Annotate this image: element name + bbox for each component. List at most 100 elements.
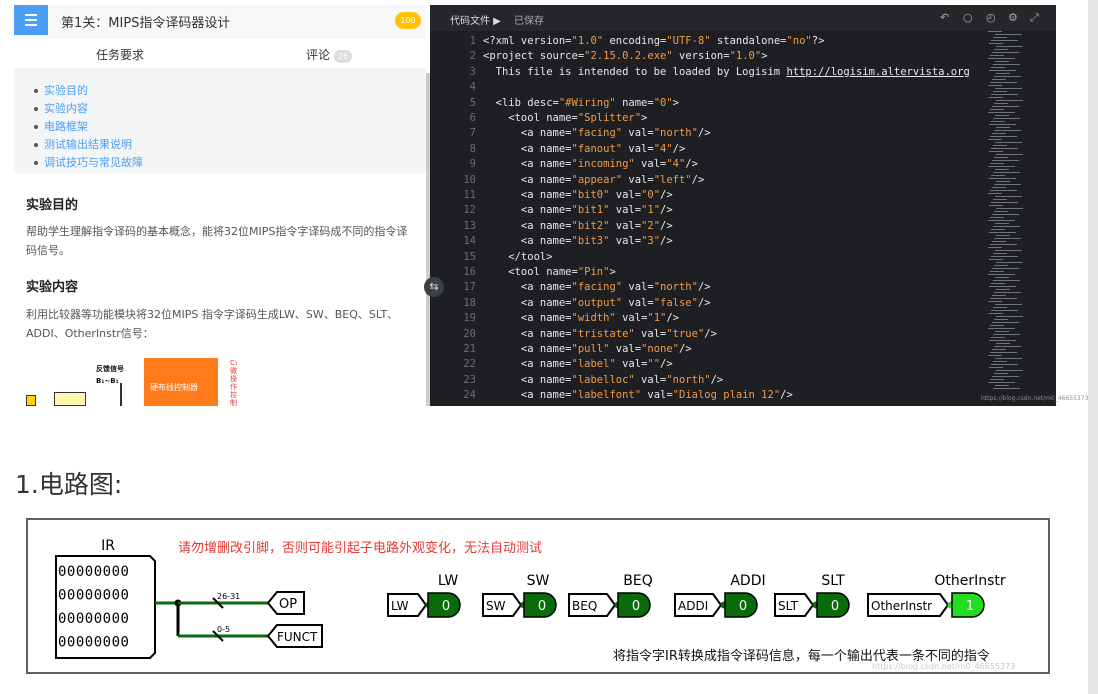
figure-output-label: C₁ 微操作控制: [230, 359, 238, 407]
tunnel-funct: [266, 624, 323, 648]
line-number: 6: [469, 112, 476, 124]
output-tunnel-label: SW: [486, 599, 506, 613]
figure-block: [54, 392, 86, 406]
output-tunnel-label: ADDI: [678, 599, 708, 613]
watermark: https://blog.csdn.net/m0_46655373: [872, 662, 1016, 671]
section-heading: 实验目的: [26, 198, 79, 213]
output-pin-value: 0: [632, 599, 640, 614]
controller-block: [144, 358, 218, 406]
code-line: <a name="bit1" val="1"/>: [483, 204, 673, 217]
tab-requirements[interactable]: 任务要求: [96, 48, 145, 62]
ir-bits: 00000000: [58, 564, 129, 580]
menu-icon[interactable]: [14, 5, 48, 35]
output-tunnel: [674, 593, 723, 617]
output-name: ADDI: [730, 573, 765, 589]
output-tunnel: [774, 593, 815, 617]
section-text: 利用比较器等功能模块将32位MIPS 指令字译码生成LW、SW、BEQ、SLT、…: [26, 308, 399, 340]
line-number: 5: [469, 96, 476, 109]
line-number: 4: [469, 81, 476, 94]
undo-icon[interactable]: ↶: [940, 11, 950, 24]
line-number: 24: [463, 389, 476, 402]
code-line: <?xml version="1.0" encoding="UTF-8" sta…: [483, 35, 825, 47]
output-name: LW: [438, 573, 459, 589]
output-tunnel-label: BEQ: [572, 599, 597, 613]
circuit-note: 将指令字IR转换成指令译码信息，每一个输出代表一条不同的指令: [613, 648, 990, 664]
code-line: <a name="tristate" val="true"/>: [483, 327, 717, 340]
split-label: 0-5: [217, 625, 230, 634]
line-number: 8: [469, 142, 476, 155]
comment-count-badge: 26: [334, 50, 353, 63]
split-label: 26-31: [217, 592, 240, 601]
section-text: 帮助学生理解指令译码的基本概念，能将32位MIPS指令字译码成不同的指令译码信号…: [26, 225, 408, 257]
figure-label: 反馈信号: [96, 365, 124, 373]
code-line: <a name="label" val=""/>: [483, 358, 673, 371]
line-number: 1: [469, 35, 476, 47]
output-pin-value: 0: [831, 599, 839, 614]
output-pin-value: 1: [966, 599, 974, 614]
output-name: SW: [527, 573, 550, 589]
line-number: 19: [463, 312, 476, 325]
code-line: <tool name="Splitter">: [483, 112, 648, 124]
output-tunnel-label: LW: [391, 599, 409, 613]
code-area[interactable]: 1 <?xml version="1.0" encoding="UTF-8" st…: [430, 31, 978, 406]
code-line: <a name="bit0" val="0"/>: [483, 189, 673, 201]
editor-toolbar: 代码文件 ▶ 已保存 ↶ ○ ◴ ⚙ ⤢: [430, 5, 1056, 31]
section-title: 1.电路图:: [15, 470, 123, 499]
history-icon[interactable]: ◴: [986, 11, 996, 24]
gear-icon[interactable]: ⚙: [1008, 11, 1018, 24]
output-pin-value: 0: [739, 599, 747, 614]
code-minimap[interactable]: [986, 31, 1046, 399]
toc-link[interactable]: 实验目的: [34, 82, 88, 98]
code-line: <a name="pull" val="none"/>: [483, 343, 692, 355]
code-file-tab[interactable]: 代码文件 ▶: [450, 16, 501, 27]
output-tunnel-label: SLT: [778, 599, 799, 613]
line-number: 3: [469, 65, 476, 78]
line-number: 14: [463, 235, 476, 248]
warning-text: 请勿增删改引脚，否则可能引起子电路外观变化，无法自动测试: [178, 540, 542, 556]
line-number: 13: [463, 219, 476, 232]
tunnel-op: [266, 591, 305, 615]
line-number: 7: [469, 127, 476, 140]
panel-resize-handle[interactable]: ⇆: [424, 277, 444, 297]
ir-bits: 00000000: [58, 611, 129, 627]
code-editor: 代码文件 ▶ 已保存 ↶ ○ ◴ ⚙ ⤢ 1 <?xml version="1.0…: [430, 5, 1088, 406]
code-line: <a name="labelloc" val="north"/>: [483, 373, 724, 386]
line-number: 11: [463, 189, 476, 201]
panel-scrollbar[interactable]: [426, 73, 430, 406]
code-line: <a name="bit2" val="2"/>: [483, 219, 673, 232]
page-scrollbar[interactable]: [1088, 0, 1098, 694]
output-pin: [523, 592, 557, 618]
fullscreen-icon[interactable]: ⤢: [1030, 11, 1039, 24]
output-pin-value: 0: [538, 599, 546, 614]
refresh-icon[interactable]: ○: [963, 11, 973, 24]
code-line: <lib desc="#Wiring" name="0">: [483, 96, 679, 109]
ir-bits: 00000000: [58, 588, 129, 604]
output-pin: [724, 592, 758, 618]
output-tunnel-label: OtherInstr: [871, 599, 932, 613]
toc-link[interactable]: 电路框架: [34, 118, 88, 134]
controller-label: 硬布线控制器: [150, 383, 198, 392]
toc-link[interactable]: 测试输出结果说明: [34, 136, 132, 152]
code-line: <a name="labelfont" val="Dialog plain 12…: [483, 389, 793, 402]
output-pin: [816, 592, 850, 618]
line-number: 12: [463, 204, 476, 217]
code-line: <a name="fanout" val="4"/>: [483, 142, 686, 155]
toc-link[interactable]: 实验内容: [34, 100, 88, 116]
line-number: 16: [463, 266, 476, 278]
section-heading: 实验内容: [26, 280, 79, 295]
output-tunnel: [482, 593, 523, 617]
output-tunnel: [387, 593, 428, 617]
task-header: 第1关：MIPS指令译码器设计 100: [14, 5, 426, 39]
toc-link[interactable]: 调试技巧与常见故障: [34, 154, 143, 170]
task-title: 第1关：MIPS指令译码器设计: [61, 16, 231, 31]
output-pin-value: 0: [442, 599, 450, 614]
line-number: 21: [463, 343, 476, 355]
code-line: <a name="bit3" val="3"/>: [483, 235, 673, 248]
line-number: 9: [469, 158, 476, 171]
line-number: 18: [463, 296, 476, 309]
score-badge: 100: [395, 12, 421, 29]
line-number: 20: [463, 327, 476, 340]
